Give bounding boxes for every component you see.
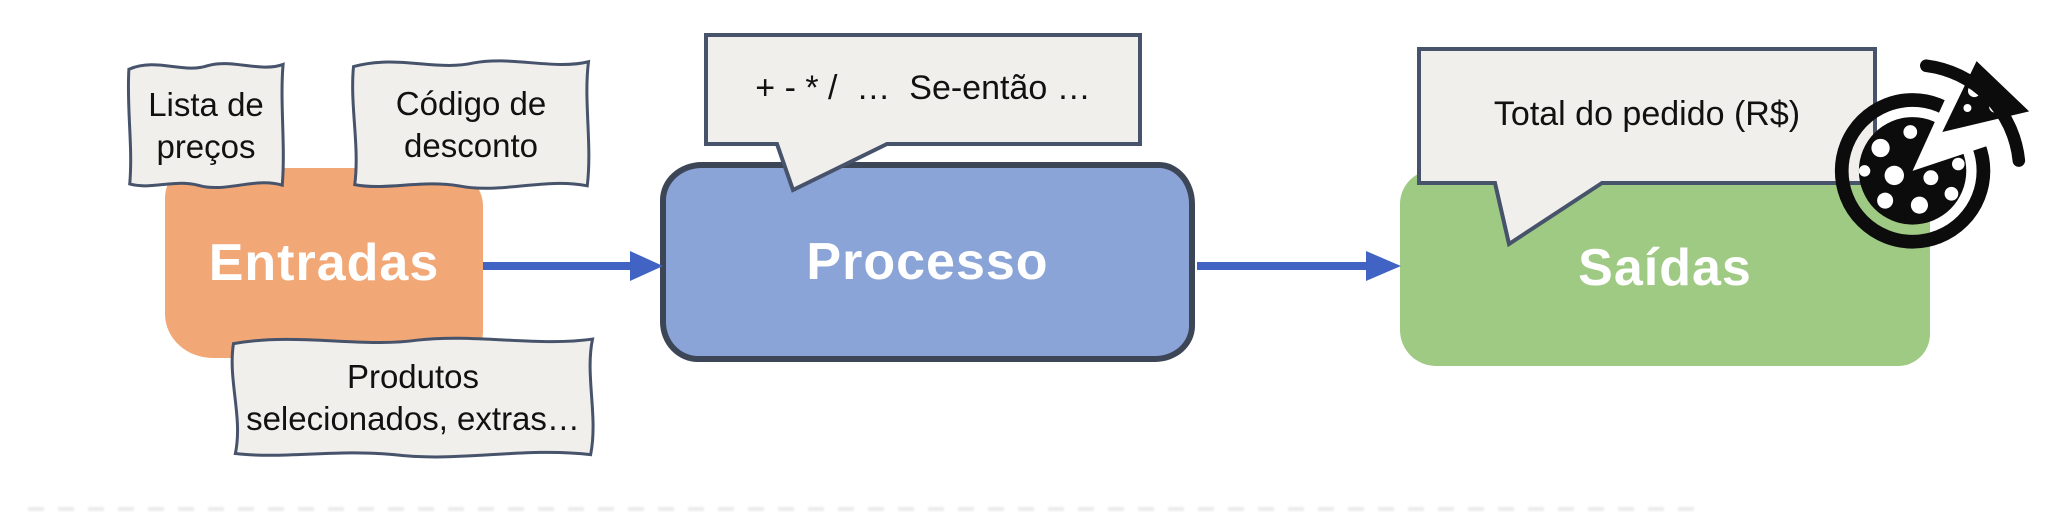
speech-bubble-shape: [1416, 46, 1878, 251]
wavy-note-shape: [346, 52, 596, 198]
speech-bubble-shape: [703, 32, 1143, 200]
node-saidas-label: Saídas: [1578, 239, 1752, 297]
wavy-note-shape: [222, 330, 604, 466]
arrow-processo-to-saidas-icon: [1197, 251, 1401, 281]
callout-lista-de-precos: Lista de preços: [124, 55, 288, 197]
callout-codigo-de-desconto: Código de desconto: [346, 52, 596, 198]
speech-bubble-total-text: Total do pedido (R$): [1493, 95, 1801, 133]
speech-bubble-operadores-text: + - * / … Se-então …: [755, 68, 1091, 107]
node-entradas-label: Entradas: [208, 234, 440, 292]
node-entradas: Entradas: [165, 168, 483, 358]
wavy-note-shape: [124, 55, 288, 197]
pizza-icon: [1834, 59, 2030, 249]
callout-produtos-selecionados: Produtos selecionados, extras…: [222, 330, 604, 466]
node-processo-label: Processo: [806, 233, 1049, 291]
arrow-entradas-to-processo-icon: [483, 251, 663, 281]
speech-bubble-operadores: + - * / … Se-então …: [703, 32, 1143, 200]
callout-produtos-line2: selecionados, extras…: [246, 400, 580, 437]
speech-bubble-total-pedido: Total do pedido (R$): [1416, 46, 1878, 251]
node-processo: Processo: [660, 162, 1195, 362]
callout-lista-line2: preços: [156, 128, 256, 165]
callout-lista-line1: Lista de: [148, 85, 264, 123]
callout-codigo-line1: Código de: [395, 84, 547, 122]
bottom-edge-artifact: [28, 507, 1708, 511]
callout-codigo-line2: desconto: [404, 127, 538, 164]
callout-produtos-line1: Produtos: [346, 357, 480, 395]
